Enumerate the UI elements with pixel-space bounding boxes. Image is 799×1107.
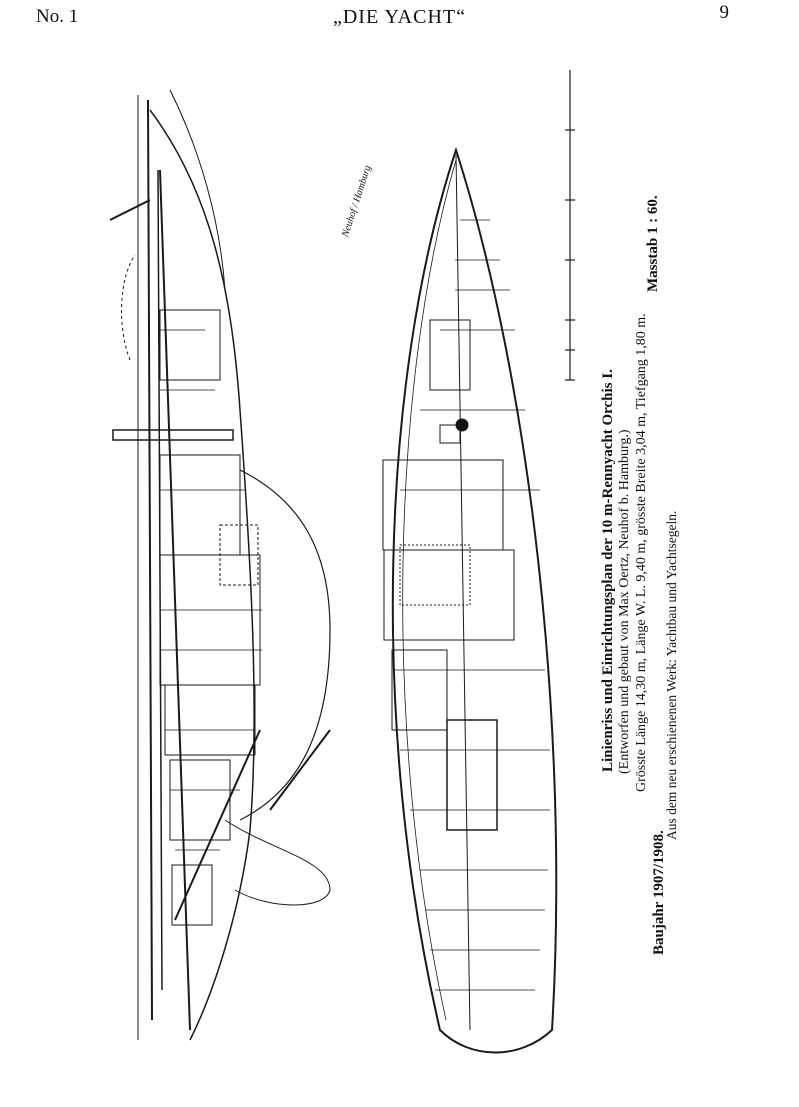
caption-title: Linienriss und Einrichtungsplan der 10 m… <box>600 369 616 772</box>
caption-designer: (Entworfen und gebaut von Max Oertz, Neu… <box>617 429 632 774</box>
caption-dimensions: Grösste Länge 14,30 m, Länge W. L. 9,40 … <box>634 313 649 792</box>
yacht-plan-drawing: Neuhof / Hamburg Linienriss und Einricht… <box>0 30 799 1102</box>
issue-number: No. 1 <box>36 6 79 27</box>
page-number: 9 <box>719 2 730 23</box>
plan-view <box>382 146 558 1054</box>
scale-bar <box>565 70 575 381</box>
plan-svg <box>109 70 575 1054</box>
caption-scale: Masstab 1 : 60. <box>645 195 661 292</box>
caption-source: Aus dem neu erschienenen Werk: Yachtbau … <box>664 510 679 840</box>
page-header: No. 1 „DIE YACHT“ 9 <box>0 0 799 30</box>
caption-year: Baujahr 1907/1908. <box>651 830 667 955</box>
magazine-title: „DIE YACHT“ <box>332 6 466 28</box>
profile-section <box>109 89 331 1041</box>
